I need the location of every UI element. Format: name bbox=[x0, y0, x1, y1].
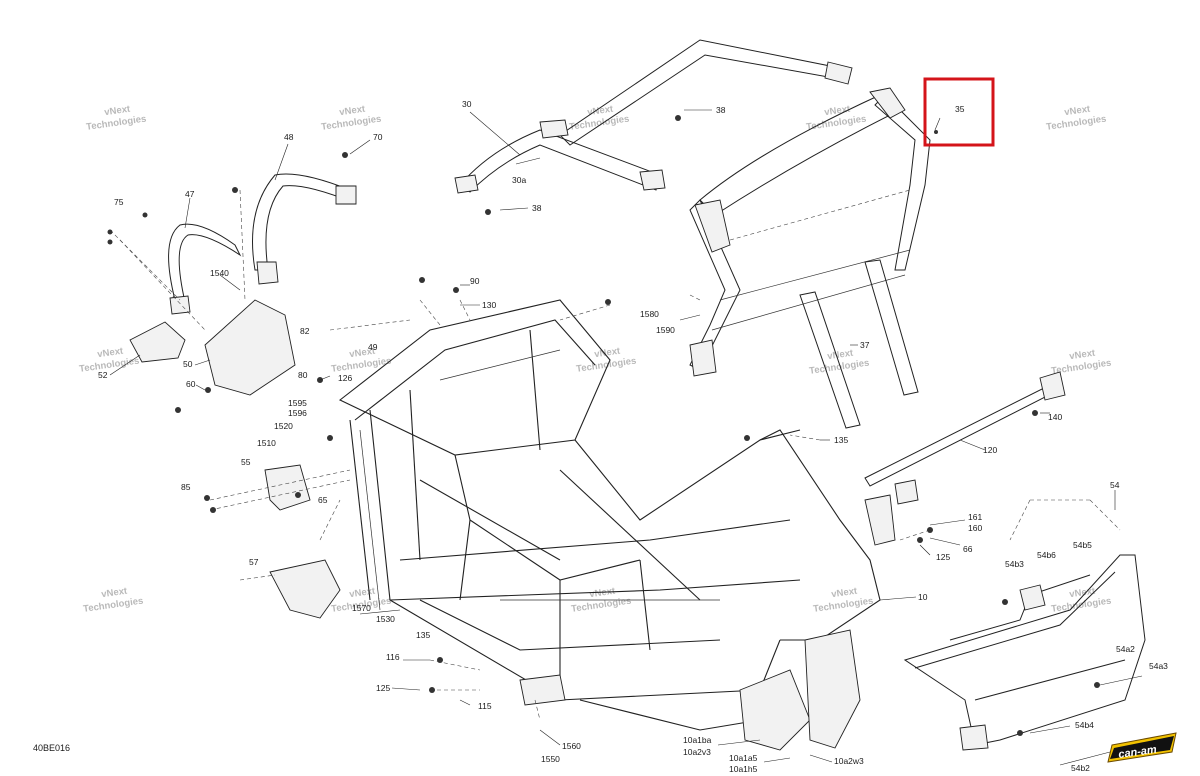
front-bumper bbox=[903, 554, 1146, 751]
part-label: 10 bbox=[918, 592, 928, 602]
part-label: 10a2w3 bbox=[834, 756, 864, 766]
part-label: 54b6 bbox=[1037, 550, 1056, 560]
part-label: 80 bbox=[298, 370, 308, 380]
hardware bbox=[107, 115, 1100, 736]
watermark-line1: vNext bbox=[831, 586, 859, 601]
part-label: 54a2 bbox=[1116, 644, 1135, 654]
part-label: 126 bbox=[338, 373, 352, 383]
watermark-line1: vNext bbox=[339, 104, 367, 119]
part-label: 54b3 bbox=[1005, 559, 1024, 569]
watermark-line1: vNext bbox=[1064, 104, 1092, 119]
watermark-line1: vNext bbox=[589, 586, 617, 601]
part-label: 49 bbox=[368, 342, 378, 352]
part-label: 120 bbox=[983, 445, 997, 455]
rear-roll-cage bbox=[559, 39, 931, 377]
part-labels: 75 47 48 70 30 30a 38 38 35 1540 50 52 6… bbox=[98, 99, 1168, 774]
watermark-line1: vNext bbox=[104, 104, 132, 119]
highlight-box bbox=[923, 77, 995, 147]
watermark-line1: vNext bbox=[824, 104, 852, 119]
left-grab-bars bbox=[168, 173, 357, 315]
part-label: 35 bbox=[955, 104, 965, 114]
part-label: 160 bbox=[968, 523, 982, 533]
leader-lines bbox=[109, 109, 1143, 766]
part-label: 60 bbox=[186, 379, 196, 389]
part-label: 1570 bbox=[352, 603, 371, 613]
brand-logo-text: can-am bbox=[1118, 744, 1158, 761]
part-label: 125 bbox=[376, 683, 390, 693]
part-label: 48 bbox=[284, 132, 294, 142]
part-label: 50 bbox=[183, 359, 193, 369]
part-label: 38 bbox=[532, 203, 542, 213]
part-label: 1580 bbox=[640, 309, 659, 319]
part-label: 1510 bbox=[257, 438, 276, 448]
part-label: 54b5 bbox=[1073, 540, 1092, 550]
watermark-line1: vNext bbox=[1069, 348, 1097, 363]
diagram-code: 40BE016 bbox=[33, 743, 70, 753]
part-label: 54 bbox=[1110, 480, 1120, 490]
part-label: 135 bbox=[834, 435, 848, 445]
explode-lines bbox=[109, 189, 1121, 721]
part-label: 52 bbox=[98, 370, 108, 380]
part-label: 30 bbox=[462, 99, 472, 109]
part-label: 47 bbox=[185, 189, 195, 199]
main-chassis-frame bbox=[338, 299, 881, 751]
watermark-line1: vNext bbox=[349, 346, 377, 361]
part-label: 1595 bbox=[288, 398, 307, 408]
part-label: 115 bbox=[478, 701, 492, 711]
part-label: 161 bbox=[968, 512, 982, 522]
watermark-line1: vNext bbox=[827, 348, 855, 363]
part-label: 30a bbox=[512, 175, 526, 185]
part-label: 70 bbox=[373, 132, 383, 142]
front-upper-bar bbox=[454, 119, 666, 194]
part-label: 37 bbox=[860, 340, 870, 350]
part-label: 90 bbox=[470, 276, 480, 286]
part-label: 54b4 bbox=[1075, 720, 1094, 730]
left-brackets bbox=[129, 299, 341, 619]
watermark-line1: vNext bbox=[587, 104, 615, 119]
part-label: 55 bbox=[241, 457, 251, 467]
rear-struts bbox=[799, 259, 919, 429]
part-label: 10a1h5 bbox=[729, 764, 758, 774]
watermark-line1: vNext bbox=[101, 586, 129, 601]
part-label: 140 bbox=[1048, 412, 1062, 422]
part-label: 38 bbox=[716, 105, 726, 115]
part-label: 54b2 bbox=[1071, 763, 1090, 773]
brand-logo: can-am bbox=[1107, 732, 1177, 763]
part-label: 82 bbox=[300, 326, 310, 336]
part-label: 10a1a5 bbox=[729, 753, 758, 763]
part-label: 1550 bbox=[541, 754, 560, 764]
part-label: 66 bbox=[963, 544, 973, 554]
part-label: 85 bbox=[181, 482, 191, 492]
part-label: 1560 bbox=[562, 741, 581, 751]
watermark-line1: vNext bbox=[97, 346, 125, 361]
part-label: 1596 bbox=[288, 408, 307, 418]
part-label: 57 bbox=[249, 557, 259, 567]
part-label: 125 bbox=[936, 552, 950, 562]
part-label: 75 bbox=[114, 197, 124, 207]
part-label: 130 bbox=[482, 300, 496, 310]
part-label: 1540 bbox=[210, 268, 229, 278]
part-label: 1590 bbox=[656, 325, 675, 335]
part-label: 1520 bbox=[274, 421, 293, 431]
part-label: 10a1ba bbox=[683, 735, 712, 745]
part-label: 1530 bbox=[376, 614, 395, 624]
part-label: 54a3 bbox=[1149, 661, 1168, 671]
side-rail bbox=[864, 371, 1066, 546]
part-label: 65 bbox=[318, 495, 328, 505]
part-label: 116 bbox=[386, 652, 400, 662]
part-label: 10a2v3 bbox=[683, 747, 711, 757]
part-label: 135 bbox=[416, 630, 430, 640]
